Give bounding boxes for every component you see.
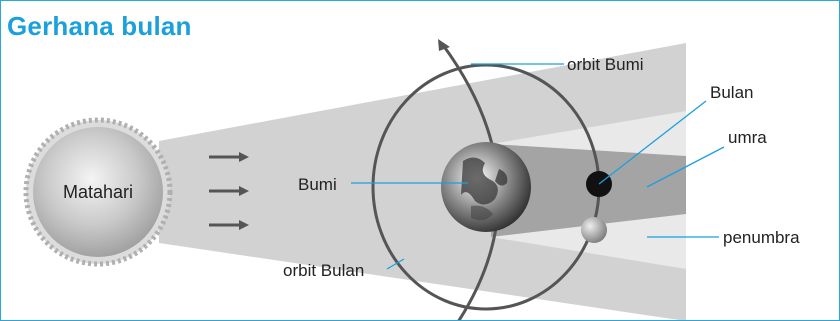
umbra-label: umra	[728, 128, 767, 147]
arrow-icon	[209, 152, 249, 230]
sun-icon	[23, 117, 173, 267]
moon-penumbra-icon	[581, 217, 607, 243]
penumbra-label: penumbra	[723, 228, 800, 247]
moon-orbit-leader	[386, 258, 405, 270]
sun-label: Matahari	[63, 182, 133, 202]
moon-leader	[598, 100, 707, 185]
earth-icon	[441, 142, 531, 232]
moon-orbit-label: orbit Bulan	[283, 261, 364, 280]
umbra-leader	[646, 146, 725, 188]
earth-label: Bumi	[298, 175, 337, 194]
moon-label: Bulan	[710, 83, 753, 102]
sunlight-band	[159, 43, 686, 320]
earth-orbit-arrowhead	[438, 39, 450, 51]
diagram-title: Gerhana bulan	[7, 11, 192, 41]
earth-orbit-label: orbit Bumi	[567, 55, 644, 74]
